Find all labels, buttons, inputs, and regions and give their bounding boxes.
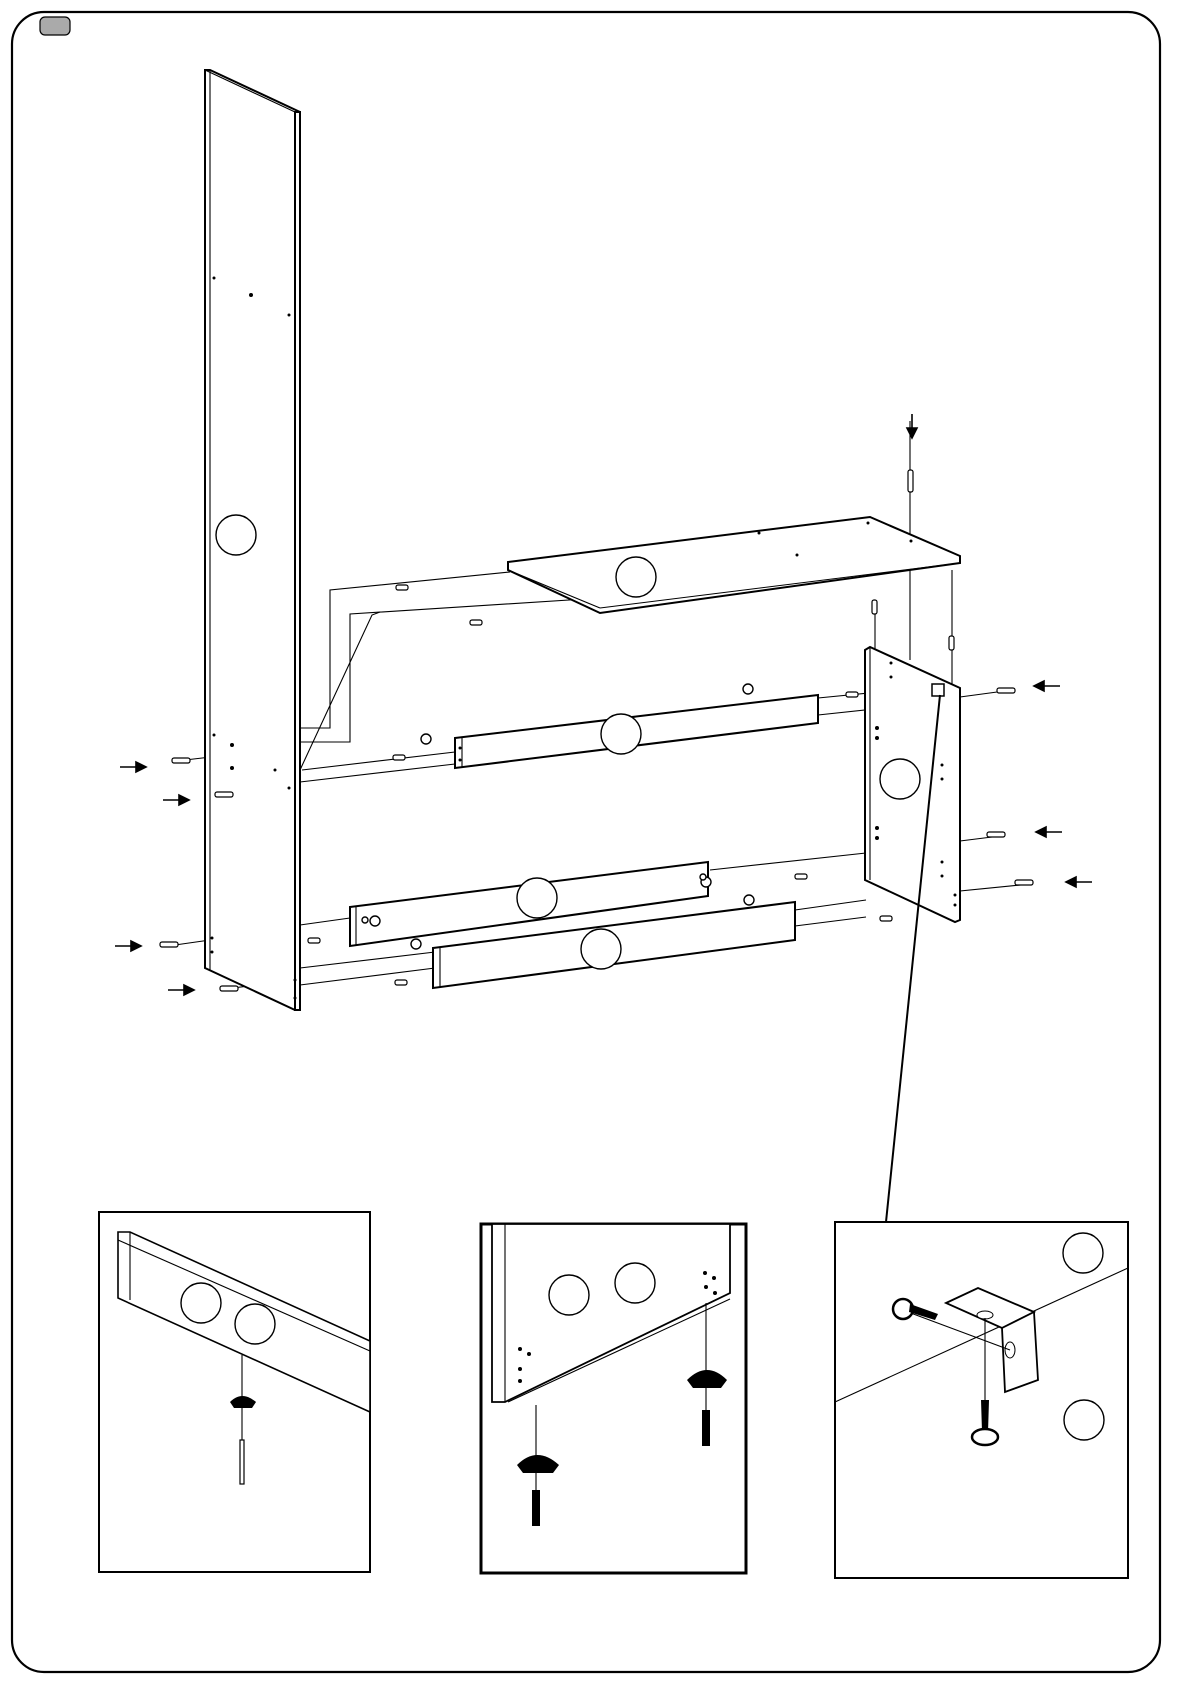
detail-bracket (835, 1222, 1128, 1578)
detail-cam-side (481, 1224, 746, 1573)
cam-bolt-icon (532, 1490, 540, 1526)
step-badge (40, 17, 70, 35)
cam-bolt-icon (240, 1440, 244, 1484)
cam-bolt-icon (702, 1410, 710, 1446)
side-panel-left (205, 70, 300, 1010)
detail-cam-rail (99, 1212, 370, 1572)
side-panel-right (865, 647, 960, 922)
